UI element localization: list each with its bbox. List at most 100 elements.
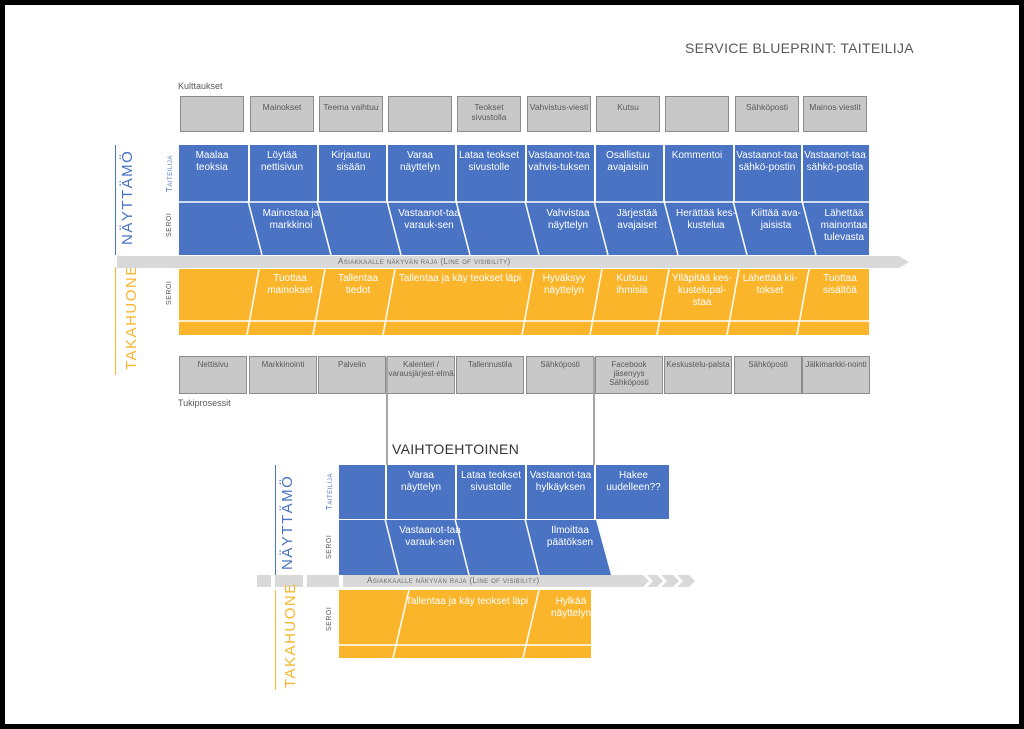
alt-front-shapes	[339, 465, 669, 575]
support-box: Palvelin	[318, 356, 386, 394]
line-of-visibility-label: Asiakkaalle näkyvän raja (Line of visibi…	[338, 257, 511, 266]
column-separator	[594, 145, 596, 202]
slanted-separator	[726, 269, 740, 335]
touchpoint-box: Sähköposti	[735, 96, 799, 132]
alt-chevron-1	[647, 575, 663, 587]
seroi-front-step: Vastaanot-taa varauk-sen	[398, 208, 460, 231]
page-title: SERVICE BLUEPRINT: TAITEILIJA	[685, 40, 914, 56]
seroi-back-step: Hyväksyy näyttelyn	[542, 273, 586, 296]
front-stage-lanes	[179, 145, 869, 255]
lane-label-seroi-back: SEROI	[166, 280, 173, 306]
slanted-separator	[524, 519, 540, 575]
seroi-back-step: Lähettää kii-tokset	[742, 273, 798, 296]
alt-seroi-front-lane	[339, 520, 611, 575]
alt-seroi-front-separators	[384, 519, 540, 575]
seroi-front-step	[328, 208, 392, 252]
visibility-arrow	[117, 256, 909, 268]
seroi-front-step: Vahvistaa näyttelyn	[546, 208, 590, 231]
slanted-separator	[589, 269, 603, 335]
alt-connector-left	[386, 357, 388, 467]
alt-lane-label-artist: Taiteilija	[325, 473, 334, 511]
touchpoints-label: Kulttaukset	[178, 81, 223, 91]
column-separator	[248, 145, 250, 202]
alt-back-bracket	[275, 590, 276, 690]
alt-backstage-shapes	[339, 590, 591, 658]
alt-connector-right	[593, 357, 595, 467]
artist-step: Kommentoi	[671, 150, 723, 161]
seroi-front-step	[466, 208, 530, 252]
slanted-separator	[454, 519, 470, 575]
seroi-front-step: Järjestää avajaiset	[616, 208, 658, 231]
alt-front-stage-title: NÄYTTÄMÖ	[279, 474, 296, 570]
alt-title: VAIHTOEHTOINEN	[392, 441, 520, 457]
front-stage-shapes	[179, 201, 869, 255]
visibility-arrow-shape	[117, 256, 909, 268]
artist-step: Lataa teokset sivustolle	[458, 150, 520, 173]
support-box: Sähköposti	[734, 356, 802, 394]
front-stage-title: NÄYTTÄMÖ	[119, 149, 136, 245]
touchpoint-box: Kutsu	[596, 96, 660, 132]
blueprint-page: SERVICE BLUEPRINT: TAITEILIJA Kulttaukse…	[5, 5, 1019, 724]
touchpoint-box: Teema vaihtuu	[319, 96, 383, 132]
seroi-back-step: Tuottaa sisältöä	[823, 273, 857, 296]
slanted-separator	[312, 269, 326, 335]
slanted-separator	[382, 269, 396, 335]
artist-step: Varaa näyttelyn	[399, 150, 441, 173]
support-box: Sähköposti	[526, 356, 594, 394]
artist-step: Vastaanot-taa sähkö-postin	[736, 150, 798, 173]
lane-label-artist: Taiteilija	[165, 155, 174, 193]
alt-seroi-back-step	[341, 596, 393, 640]
seroi-back-step	[183, 273, 249, 321]
alt-backstage-title: TAKAHUONE	[282, 582, 299, 688]
column-separator	[455, 145, 457, 202]
alt-lane-label-seroi-front: SEROI	[326, 534, 333, 560]
artist-step: Kirjautuu sisään	[331, 150, 371, 173]
alt-arrow-body	[343, 575, 649, 587]
support-box: Jälkimarkki-nointi	[802, 356, 870, 394]
alt-artist-step: Hakee uudelleen??	[606, 470, 661, 493]
backstage-separators	[246, 269, 810, 335]
column-separator	[801, 145, 803, 202]
alt-column-separator	[594, 465, 596, 519]
touchpoint-box	[665, 96, 729, 132]
seroi-front-step: Herättää kes-kustelua	[675, 208, 737, 231]
seroi-front-step: Lähettää mainontaa tulevasta	[820, 208, 868, 243]
column-separator	[663, 145, 665, 202]
seroi-back-step: Ylläpitää kes-kustelupal-staa	[671, 273, 733, 308]
alt-visibility-arrow	[257, 575, 695, 587]
alt-seroi-front-step	[341, 525, 384, 569]
seroi-back-step: Tallentaa tiedot	[337, 273, 379, 296]
slanted-separator	[384, 519, 400, 575]
alt-front-bracket	[275, 465, 276, 587]
touchpoint-box: Mainos viestit	[803, 96, 867, 132]
touchpoint-box	[388, 96, 452, 132]
artist-step: Vastaanot-taa sähkö-postia	[804, 150, 866, 173]
slanted-separator	[316, 201, 332, 256]
seroi-front-lane	[179, 203, 869, 255]
slanted-separator	[247, 201, 263, 256]
slanted-separator	[656, 269, 670, 335]
slanted-separator	[801, 201, 817, 256]
support-box: Markkinointi	[249, 356, 317, 394]
seroi-front-step: Mainostaa ja markkinoi	[262, 208, 320, 231]
artist-step: Maalaa teoksia	[195, 150, 229, 173]
slanted-separator	[732, 201, 748, 256]
slanted-separator	[392, 590, 410, 658]
support-box: Keskustelu-palsta	[664, 356, 732, 394]
slanted-separator	[522, 590, 540, 658]
back-bracket	[115, 267, 116, 375]
alt-arrow-block-3	[307, 575, 339, 587]
alt-seroi-front-step: Ilmoittaa päätöksen	[546, 525, 594, 548]
alt-column-separator	[525, 465, 527, 519]
touchpoint-box: Vahvistus-viesti	[527, 96, 591, 132]
seroi-back-step: Tallentaa ja käy teokset läpi	[398, 273, 522, 284]
alt-backstage-lane	[339, 590, 591, 658]
slanted-separator	[663, 201, 679, 256]
touchpoint-box	[180, 96, 244, 132]
alt-artist-step	[341, 470, 385, 518]
alt-lane-label-seroi-back: SEROI	[326, 606, 333, 632]
slanted-separator	[524, 201, 540, 256]
artist-step: Löytää nettisivun	[260, 150, 304, 173]
artist-step: Vastaanot-taa vahvis-tuksen	[528, 150, 590, 173]
seroi-back-step: Tuottaa mainokset	[267, 273, 313, 296]
